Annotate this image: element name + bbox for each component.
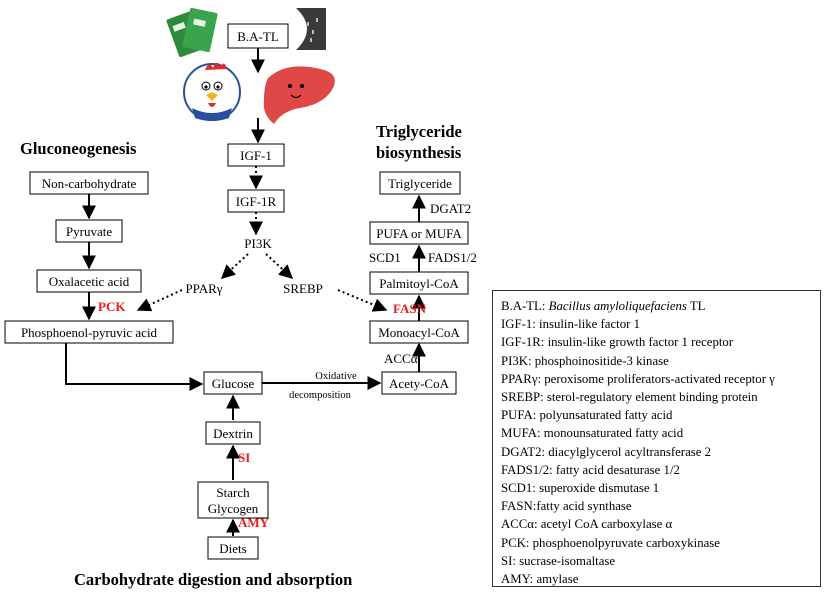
arrow-ppar-to-pck — [136, 289, 183, 312]
legend-row-scd1: SCD1: superoxide dismutase 1 — [501, 481, 660, 496]
svg-text:IGF-1R: IGF-1R — [236, 194, 277, 209]
node-ppar: PPARγ — [185, 281, 222, 296]
node-oxalacetic-acid: Oxalacetic acid — [36, 269, 142, 293]
node-pyruvate: Pyruvate — [55, 219, 123, 243]
enzyme-scd1: SCD1 — [369, 250, 401, 265]
svg-text:Palmitoyl-CoA: Palmitoyl-CoA — [379, 276, 459, 291]
node-igf1: IGF-1 — [227, 143, 285, 167]
svg-text:Pyruvate: Pyruvate — [66, 224, 112, 239]
node-glucose: Glucose — [203, 371, 263, 395]
heading-triglyceride-line2: biosynthesis — [376, 143, 462, 162]
svg-text:Dextrin: Dextrin — [213, 426, 253, 441]
heading-gluconeogenesis: Gluconeogenesis — [20, 139, 137, 158]
enzyme-amy: AMY — [238, 515, 270, 530]
svg-text:Triglyceride: Triglyceride — [388, 176, 452, 191]
abbreviation-legend: B.A-TL: Bacillus amyloliquefaciens TL IG… — [492, 290, 821, 587]
feed-additive-packages-icon — [166, 7, 218, 58]
node-acety-coa: Acety-CoA — [381, 371, 457, 395]
legend-row-igf1r: IGF-1R: insulin-like growth factor 1 rec… — [501, 335, 734, 350]
node-dextrin: Dextrin — [205, 421, 261, 445]
enzyme-pck: PCK — [98, 299, 126, 314]
chicken-mascot-icon — [183, 62, 241, 121]
enzyme-acca: ACCα — [384, 351, 418, 366]
svg-text:Glucose: Glucose — [212, 376, 255, 391]
arrow-srebp-to-fasn — [337, 289, 388, 312]
arrow-pi3k-to-ppar — [220, 253, 249, 279]
label-decomposition: decomposition — [289, 390, 352, 401]
legend-row-fasn: FASN:fatty acid synthase — [501, 499, 632, 514]
legend-row-ppar: PPARγ: peroxisome proliferators-activate… — [501, 371, 775, 386]
legend-row-acca: ACCα: acetyl CoA carboxylase α — [501, 517, 673, 532]
node-triglyceride: Triglyceride — [379, 171, 461, 195]
svg-text:B.A-TL: B.A-TL — [237, 29, 279, 44]
node-pufa-mufa: PUFA or MUFA — [369, 221, 469, 245]
enzyme-fads: FADS1/2 — [428, 250, 477, 265]
legend-row-dgat2: DGAT2: diacylglycerol acyltransferase 2 — [501, 444, 712, 459]
svg-text:Diets: Diets — [219, 541, 246, 556]
node-non-carbohydrate: Non-carbohydrate — [29, 171, 149, 195]
heading-triglyceride-line1: Triglyceride — [376, 122, 462, 141]
bacteria-micrograph-icon — [296, 8, 326, 50]
svg-text:Glycogen: Glycogen — [208, 501, 259, 516]
svg-text:IGF-1: IGF-1 — [240, 148, 272, 163]
svg-text:PUFA or MUFA: PUFA or MUFA — [376, 226, 462, 241]
arrow-pi3k-to-srebp — [265, 253, 294, 279]
legend-row-pi3k: PI3K: phosphoinositide-3 kinase — [501, 353, 669, 368]
enzyme-dgat2: DGAT2 — [430, 201, 471, 216]
node-igf1r: IGF-1R — [227, 189, 285, 213]
heading-carbohydrate: Carbohydrate digestion and absorption — [74, 570, 352, 589]
legend-row-amy: AMY: amylase — [501, 572, 579, 587]
svg-text:Non-carbohydrate: Non-carbohydrate — [42, 176, 137, 191]
enzyme-si: SI — [238, 450, 250, 465]
label-oxidative: Oxidative — [315, 371, 357, 382]
legend-row-pufa: PUFA: polyunsaturated fatty acid — [501, 408, 673, 423]
node-ba-tl: B.A-TL — [227, 23, 289, 49]
node-palmitoyl-coa: Palmitoyl-CoA — [369, 271, 469, 295]
svg-text:Acety-CoA: Acety-CoA — [389, 376, 450, 391]
legend-row-fads: FADS1/2: fatty acid desaturase 1/2 — [501, 462, 680, 477]
svg-text:Monoacyl-CoA: Monoacyl-CoA — [378, 325, 460, 340]
node-srebp: SREBP — [283, 281, 323, 296]
arrow-pep-to-glucose — [65, 343, 204, 391]
svg-text:Oxalacetic acid: Oxalacetic acid — [49, 274, 130, 289]
legend-row-si: SI: sucrase-isomaltase — [501, 553, 616, 568]
svg-text:Phosphoenol-pyruvic acid: Phosphoenol-pyruvic acid — [21, 325, 158, 340]
legend-row-igf1: IGF-1: insulin-like factor 1 — [501, 317, 640, 332]
svg-text:Starch: Starch — [216, 485, 250, 500]
liver-icon — [263, 66, 335, 124]
node-monoacyl-coa: Monoacyl-CoA — [369, 320, 469, 344]
enzyme-fasn: FASN — [393, 301, 427, 316]
node-phosphoenol-pyruvic-acid: Phosphoenol-pyruvic acid — [4, 320, 174, 344]
node-pi3k: PI3K — [244, 236, 272, 251]
node-starch-glycogen: Starch Glycogen — [197, 481, 269, 519]
legend-row-mufa: MUFA: monounsaturated fatty acid — [501, 426, 684, 441]
legend-row-srebp: SREBP: sterol-regulatory element binding… — [501, 390, 758, 405]
legend-row-ba-tl: B.A-TL: Bacillus amyloliquefaciens TL — [501, 299, 706, 313]
legend-row-pck: PCK: phosphoenolpyruvate carboxykinase — [501, 535, 720, 550]
node-diets: Diets — [207, 536, 259, 560]
